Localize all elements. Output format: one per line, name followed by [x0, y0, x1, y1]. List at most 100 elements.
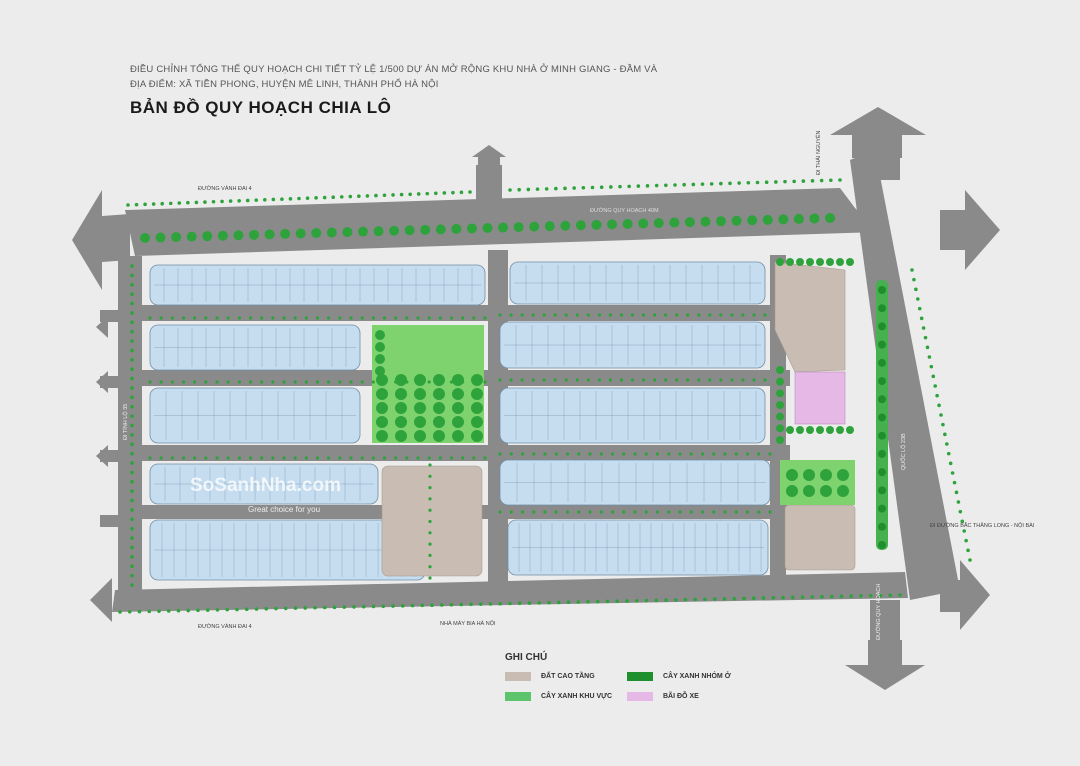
tree	[130, 442, 134, 447]
tree	[130, 508, 134, 512]
tree	[498, 510, 502, 514]
tree	[371, 456, 375, 460]
tree	[130, 555, 134, 559]
tree	[315, 380, 320, 384]
tree	[763, 378, 767, 382]
tree	[776, 366, 784, 374]
legend-item-highrise: ĐẤT CAO TẦNG	[505, 672, 595, 681]
tree	[878, 358, 886, 367]
highrise-parcels	[381, 261, 856, 577]
tree	[235, 607, 239, 612]
tree	[193, 380, 197, 384]
tree	[297, 196, 301, 201]
tree	[414, 374, 426, 386]
project-location: ĐỊA ĐIỂM: XÃ TIỀN PHONG, HUYỆN MÊ LINH, …	[130, 79, 439, 90]
tree	[376, 430, 388, 442]
tree	[305, 196, 310, 200]
tree	[375, 342, 385, 352]
tree	[520, 378, 524, 382]
tree	[130, 320, 134, 325]
tree	[655, 510, 660, 514]
tree	[170, 456, 174, 460]
tree	[338, 456, 342, 460]
tree	[878, 304, 886, 313]
tree	[196, 608, 200, 613]
tree	[274, 606, 278, 611]
tree	[215, 456, 219, 460]
tree	[577, 510, 581, 514]
tree	[608, 313, 613, 317]
tree	[193, 316, 197, 320]
tree	[693, 597, 698, 602]
tree	[381, 604, 386, 609]
tree	[563, 186, 567, 191]
tree	[433, 402, 445, 414]
tree	[919, 316, 924, 321]
tree	[130, 573, 134, 578]
tree	[248, 316, 253, 320]
tree	[469, 602, 473, 607]
tree	[747, 215, 758, 226]
tree	[304, 456, 308, 460]
tree	[260, 380, 264, 384]
tree	[667, 510, 671, 514]
tree	[471, 374, 483, 386]
tree	[382, 456, 387, 460]
tree	[556, 600, 561, 605]
tree	[349, 316, 353, 320]
tree	[697, 313, 701, 317]
tree	[542, 378, 546, 382]
tree	[586, 313, 590, 317]
tree	[400, 604, 405, 608]
tree	[194, 200, 199, 205]
tree	[778, 214, 789, 225]
tree	[776, 377, 784, 386]
tree	[433, 388, 445, 400]
tree	[215, 380, 219, 384]
tree	[581, 185, 586, 190]
tree-rows	[118, 178, 972, 614]
road-east-highway	[850, 150, 960, 600]
tree	[644, 452, 648, 456]
tree	[428, 542, 432, 546]
tree	[451, 190, 455, 195]
tree	[408, 192, 412, 197]
tree	[686, 313, 690, 317]
tree	[130, 339, 134, 343]
tree	[130, 451, 134, 456]
tree	[527, 601, 532, 605]
tree	[449, 456, 454, 460]
tree	[130, 564, 134, 569]
tree	[615, 599, 620, 603]
tree	[960, 519, 965, 524]
tree	[263, 198, 267, 202]
tree	[360, 380, 364, 384]
tree	[751, 596, 756, 600]
tree	[130, 526, 134, 531]
tree	[130, 386, 134, 390]
tree	[130, 489, 134, 493]
tree	[836, 258, 844, 266]
tree	[878, 468, 886, 477]
tree	[376, 402, 388, 414]
tree	[315, 456, 320, 460]
tree	[509, 510, 513, 514]
tree	[118, 610, 122, 614]
tree	[757, 452, 761, 456]
tree	[327, 380, 331, 384]
tree	[945, 442, 949, 446]
tree	[776, 258, 784, 266]
tree	[878, 593, 883, 598]
tree	[130, 517, 134, 522]
tree	[375, 330, 385, 340]
tree	[228, 199, 233, 203]
tree	[248, 456, 253, 460]
tree	[452, 402, 464, 414]
tree	[667, 452, 671, 456]
tree	[664, 598, 668, 602]
tree	[204, 380, 208, 384]
tree	[130, 301, 134, 306]
tree	[683, 597, 688, 602]
tree	[176, 608, 181, 613]
